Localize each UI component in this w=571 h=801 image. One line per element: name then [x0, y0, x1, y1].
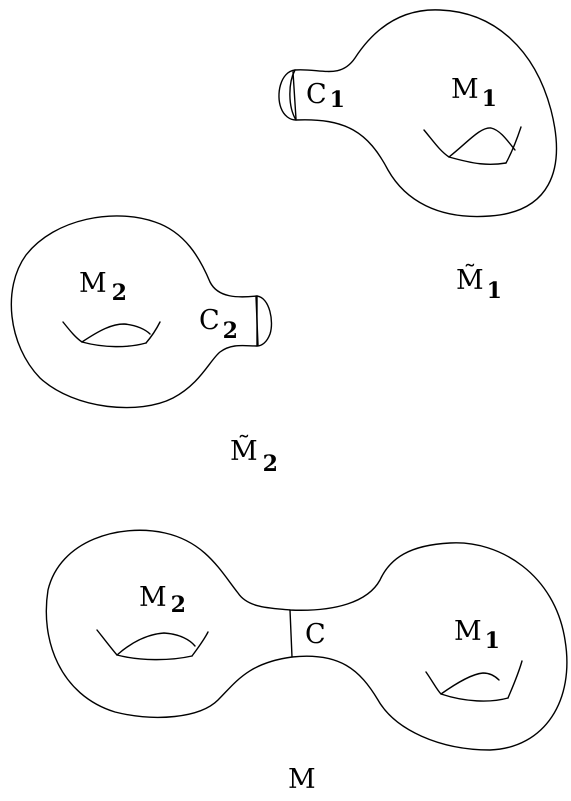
surface-m-outline: [45, 529, 568, 751]
handle-m1-bottom: [448, 156, 507, 166]
collar-c1-line: [292, 71, 297, 120]
surface-m-title: M: [288, 764, 316, 795]
handle-m1-top: [423, 126, 522, 164]
collar-c2-line: [255, 296, 259, 346]
handle-m2-top: [62, 321, 161, 344]
surface-m2-tilde-outline: [10, 215, 258, 409]
collar-c1-cap: [278, 69, 297, 121]
handle-right-top: [425, 660, 523, 699]
collar-c2-cap: [256, 295, 273, 347]
handle-right-bottom: [440, 693, 509, 702]
neck-c-line: [289, 609, 293, 658]
handle-m2-bottom: [81, 341, 147, 348]
surface-m1-tilde-outline: [289, 9, 558, 218]
surface-m1-tilde-title: M̃1: [456, 263, 502, 304]
surface-m2-tilde-title: M̃2: [230, 434, 278, 477]
neck-c-label: C: [305, 619, 326, 650]
handle-left-bottom: [116, 654, 193, 661]
handle-left-top: [96, 629, 209, 657]
